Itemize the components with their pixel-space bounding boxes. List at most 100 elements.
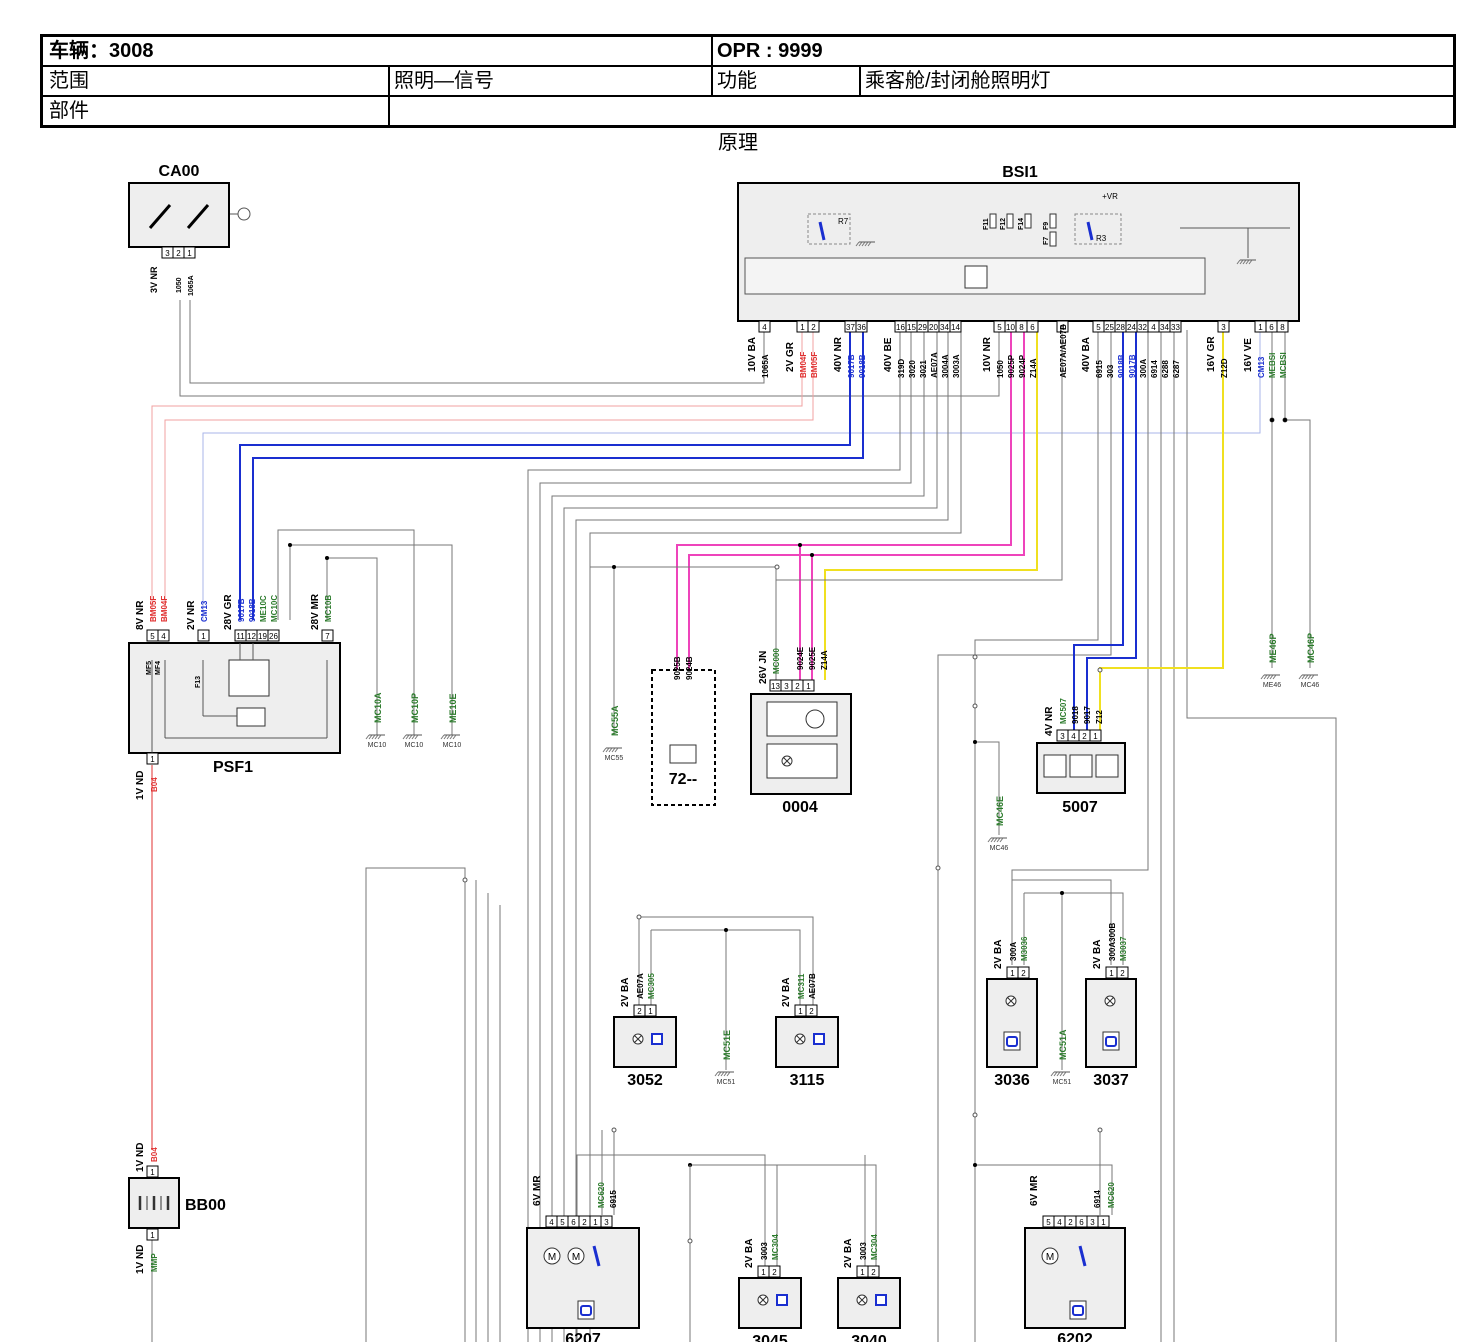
wire-300A (1011, 330, 1149, 965)
pin-cell (1056, 320, 1069, 333)
switch-icon (186, 204, 210, 229)
connector-psf1-1: 2V NR (186, 600, 197, 630)
ground-hatch (443, 734, 448, 740)
junction-node (1097, 1127, 1103, 1133)
ground-hatch (371, 734, 376, 740)
pin-number: 5 (997, 323, 1002, 332)
wire-label-bsi1: AE07A/AE07B (1059, 324, 1068, 378)
pin-number: 10 (1006, 323, 1015, 332)
fuse-label: F14 (1018, 218, 1025, 230)
switch-icon (592, 1245, 601, 1267)
psf1-chip-icon (228, 659, 270, 697)
junction-dot (1283, 418, 1287, 422)
component-label-3040: 3040 (851, 1333, 887, 1342)
relay-R3 (1074, 213, 1122, 245)
pin-number: 6 (1030, 323, 1035, 332)
wire-label-bsi1: 3021 (919, 360, 928, 378)
gauge-icon (805, 709, 825, 729)
wire-9024P (688, 330, 1025, 685)
wire-9017B-5007 (1086, 330, 1137, 730)
component-label-psf1: PSF1 (213, 759, 253, 776)
junction-dot (1060, 891, 1064, 895)
wire-label-bsi1: MCBSI (1279, 352, 1288, 378)
wire-9025P (676, 330, 1012, 685)
ground-hatch (449, 734, 454, 740)
wire-label-bsi1: 6914 (1150, 360, 1159, 378)
lamp-icon-cross (858, 1296, 866, 1304)
ground-hatch (602, 747, 607, 753)
pin-number: 1 (1010, 969, 1015, 978)
pin-number: 13 (771, 682, 780, 691)
ground-hatch (1062, 1071, 1067, 1077)
wire-label-bsi1: 6288 (1161, 360, 1170, 378)
ground-hatch (999, 837, 1004, 843)
wire-label-bsi1: 3003A (952, 354, 961, 378)
wire-label-bsi1: 6287 (1172, 360, 1181, 378)
light-sensor-icon (1095, 754, 1119, 778)
pin-number: 3 (784, 682, 789, 691)
wire-label-3036: 300A (1009, 942, 1018, 961)
connector-bsi1-6: 40V BA (1081, 337, 1092, 372)
cluster-icon (766, 701, 838, 737)
wire-label-0004: Z14A (820, 650, 829, 670)
junction-dot (1270, 418, 1274, 422)
wire-label-bsi1: 3020 (908, 360, 917, 378)
ground-label: MC46 (1301, 682, 1320, 689)
pin-number: 2 (1068, 1218, 1073, 1227)
pin-number: 24 (1127, 323, 1136, 332)
ground-hatch (1301, 674, 1306, 680)
component-label-bb00: BB00 (185, 1197, 226, 1214)
pin-cell (758, 320, 771, 333)
connector-bsi1-1: 2V GR (785, 341, 796, 372)
wire-label-5007: Z12 (1095, 710, 1104, 724)
pin-number: 34 (940, 323, 949, 332)
junction-dot (288, 543, 292, 547)
ground-hatch (1260, 674, 1265, 680)
pin-cell (267, 629, 280, 642)
wire-label-bsi1: 9025P (1007, 354, 1016, 378)
header-table: 车辆：3008 OPR : 9999 范围 照明—信号 功能 乘客舱/封闭舱照明… (40, 34, 1456, 128)
wire-MC10B (326, 557, 378, 735)
pin-number: 4 (1060, 323, 1065, 332)
pin-cell (1017, 966, 1030, 979)
ground-label: MC46 (990, 845, 1009, 852)
connector-3036: 2V BA (993, 940, 1004, 969)
wire-40vbe-5 (589, 330, 962, 1342)
pin-number: 28 (1116, 323, 1125, 332)
wire-40vbe-1 (539, 330, 912, 1342)
ground-hatch (377, 734, 382, 740)
wire-label-6207: 6915 (609, 1190, 618, 1208)
ground-hatch (605, 747, 610, 753)
pin-number: 1 (187, 249, 192, 258)
diagram-subtitle: 原理 (718, 132, 758, 154)
motor-icon-letter: M (572, 1252, 580, 1263)
wire-label-psf1-b04: B04 (150, 777, 159, 792)
pin-number: 1 (150, 755, 155, 764)
rain-sensor-icon (1069, 754, 1093, 778)
wire-Z12D (1099, 330, 1224, 730)
lamp-icon-cross (1007, 997, 1015, 1005)
wire-label-3052: AE07A (636, 973, 645, 999)
component-label-6207: 6207 (565, 1331, 601, 1342)
wire-label-3040: 3003 (859, 1242, 868, 1260)
motor-icon (1041, 1247, 1059, 1265)
pin-number: 1 (648, 1007, 653, 1016)
pin-cell (805, 1004, 818, 1017)
psf1-fuse-label: MF5 (146, 661, 153, 675)
wire-label-psf1: CM13 (200, 600, 209, 622)
junction-dot (798, 543, 802, 547)
wire-label-3115: MC311 (797, 973, 806, 999)
ground-hatch (611, 747, 616, 753)
pin-number: 5 (1096, 323, 1101, 332)
wire-1065A (189, 300, 765, 384)
ground-hatch (723, 1071, 728, 1077)
junction-dot (724, 928, 728, 932)
ground-hatch (993, 837, 998, 843)
ground-label: MC51 (1053, 1079, 1072, 1086)
lamp-icon-cross (634, 1035, 642, 1043)
ground-hatch (1050, 1071, 1055, 1077)
wire-6915 (974, 330, 1099, 1342)
ground-wire-label: ME46P (1268, 633, 1278, 663)
pin-number: 7 (325, 632, 330, 641)
wire-label-bsi1: Z14A (1029, 358, 1038, 378)
